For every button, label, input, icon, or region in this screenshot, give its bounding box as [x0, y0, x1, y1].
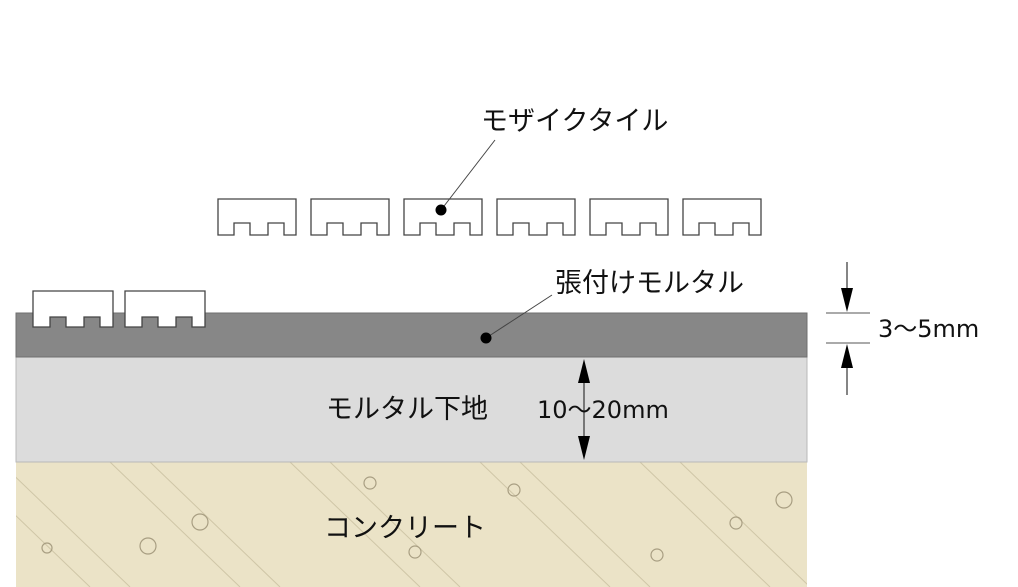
mortar-base-label: モルタル下地 [326, 394, 488, 425]
concrete-label: コンクリート [324, 513, 486, 544]
bonding-mortar-pointer-dot [480, 332, 492, 344]
concrete-fill [16, 462, 807, 587]
bonding-thickness-label: 3〜5mm [878, 315, 979, 343]
mosaic-tile [217, 198, 297, 236]
concrete-layer [16, 462, 807, 587]
mosaic-tile [682, 198, 762, 236]
concrete-aggregate [41, 476, 793, 562]
dimension-arrow-down-icon [841, 288, 853, 312]
bonding-mortar-layer [15, 312, 808, 358]
leader-line-bonding-mortar [485, 294, 553, 339]
base-thickness-dimension [578, 359, 590, 460]
mosaic-tile-row [217, 198, 762, 236]
leader-lines [440, 139, 553, 339]
dimension-arrow-up-icon [578, 359, 590, 383]
mortar-base-layer [15, 356, 808, 463]
mosaic-tile-label: モザイクタイル [481, 106, 668, 137]
mosaic-tile [589, 198, 669, 236]
mosaic-tile [310, 198, 390, 236]
base-thickness-label: 10〜20mm [537, 396, 669, 424]
mosaic-tile [496, 198, 576, 236]
leader-line-mosaic-tile [440, 139, 496, 211]
bonding-thickness-dimension [826, 262, 870, 395]
bonding-mortar-label: 張付けモルタル [555, 268, 744, 299]
embedded-tiles [32, 290, 206, 328]
embedded-tile [32, 290, 114, 328]
embedded-tile [124, 290, 206, 328]
mosaic-tile-pointer-dot [435, 204, 447, 216]
dimension-arrow-down-icon [578, 436, 590, 460]
mosaic-tile [403, 198, 483, 236]
concrete-hatch [16, 462, 807, 587]
dimension-arrow-up-icon [841, 344, 853, 368]
